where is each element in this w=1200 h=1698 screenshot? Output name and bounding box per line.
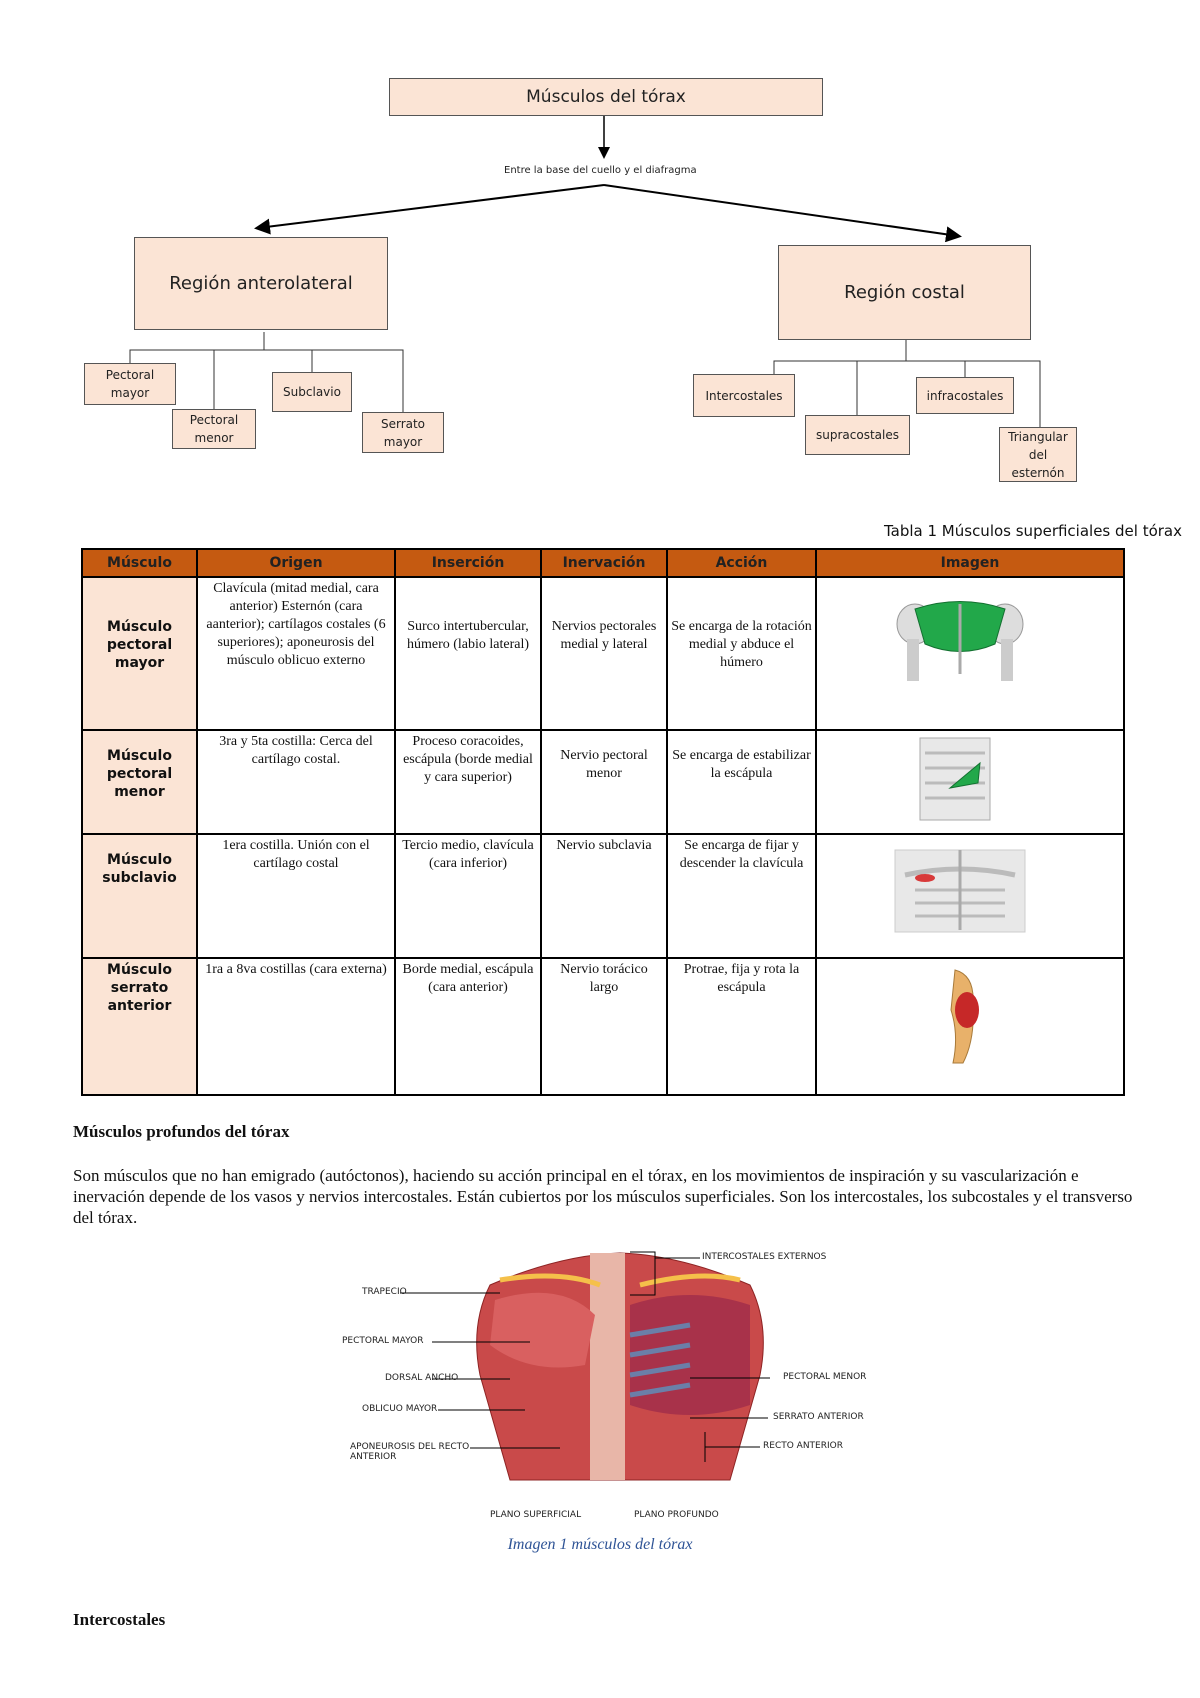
row-insercion: Proceso coracoides, escápula (borde medi… xyxy=(394,729,542,835)
thorax-figure xyxy=(330,1245,880,1525)
col-origen: Origen xyxy=(196,548,396,578)
serrato-anterior-illustration xyxy=(950,969,979,1064)
superficial-muscles-table: Músculo Origen Inserción Inervación Acci… xyxy=(81,548,1125,1096)
section-heading-intercostales: Intercostales xyxy=(73,1610,166,1629)
node-triangular-esternon: Triangular del esternón xyxy=(999,427,1077,482)
label-dorsal-ancho: DORSAL ANCHO xyxy=(385,1373,459,1383)
pectoral-menor-illustration xyxy=(919,737,991,821)
region-anterolateral: Región anterolateral xyxy=(134,237,388,330)
pectoral-mayor-illustration xyxy=(896,601,1024,681)
row-origen: 3ra y 5ta costilla: Cerca del cartílago … xyxy=(196,729,396,835)
subclavio-illustration xyxy=(894,849,1026,933)
label-intercostales-externos: INTERCOSTALES EXTERNOS xyxy=(702,1252,827,1262)
col-insercion: Inserción xyxy=(394,548,542,578)
node-intercostales: Intercostales xyxy=(693,374,795,417)
section-heading-profundos: Músculos profundos del tórax xyxy=(73,1122,290,1141)
row-accion: Se encarga de estabilizar la escápula xyxy=(666,729,817,835)
row-name: Músculo pectoral mayor xyxy=(81,576,198,731)
thorax-muscles-illustration xyxy=(476,1252,764,1481)
col-accion: Acción xyxy=(666,548,817,578)
row-inervacion: Nervio subclavia xyxy=(540,833,668,959)
row-name: Músculo pectoral menor xyxy=(81,729,198,835)
row-image xyxy=(815,729,1125,835)
table-row: Músculo pectoral mayor Clavícula (mitad … xyxy=(81,576,1125,731)
table-caption: Tabla 1 Músculos superficiales del tórax xyxy=(883,522,1182,540)
row-origen: 1ra a 8va costillas (cara externa) xyxy=(196,957,396,1096)
label-plano-profundo: PLANO PROFUNDO xyxy=(634,1510,719,1520)
row-inervacion: Nervio pectoral menor xyxy=(540,729,668,835)
table-header-row: Músculo Origen Inserción Inervación Acci… xyxy=(81,548,1125,578)
label-pectoral-menor: PECTORAL MENOR xyxy=(783,1372,867,1382)
col-musculo: Músculo xyxy=(81,548,198,578)
diagram-connector-note: Entre la base del cuello y el diafragma xyxy=(504,165,697,176)
figure-caption: Imagen 1 músculos del tórax xyxy=(507,1536,693,1553)
row-accion: Se encarga de la rotación medial y abduc… xyxy=(666,576,817,731)
row-accion: Protrae, fija y rota la escápula xyxy=(666,957,817,1096)
col-inervacion: Inervación xyxy=(540,548,668,578)
node-supracostales: supracostales xyxy=(805,415,910,455)
node-pectoral-menor: Pectoral menor xyxy=(172,409,256,449)
region-costal: Región costal xyxy=(778,245,1031,340)
node-pectoral-mayor: Pectoral mayor xyxy=(84,363,176,405)
label-aponeurosis: APONEUROSIS DEL RECTO ANTERIOR xyxy=(350,1442,470,1462)
table-row: Músculo serrato anterior 1ra a 8va costi… xyxy=(81,957,1125,1096)
row-image xyxy=(815,833,1125,959)
col-imagen: Imagen xyxy=(815,548,1125,578)
label-oblicuo-mayor: OBLICUO MAYOR xyxy=(362,1404,438,1414)
row-accion: Se encarga de fijar y descender la claví… xyxy=(666,833,817,959)
node-infracostales: infracostales xyxy=(916,377,1014,414)
row-origen: Clavícula (mitad medial, cara anterior) … xyxy=(196,576,396,731)
row-insercion: Surco intertubercular, húmero (labio lat… xyxy=(394,576,542,731)
label-serrato-anterior: SERRATO ANTERIOR xyxy=(773,1412,864,1422)
row-inervacion: Nervios pectorales medial y lateral xyxy=(540,576,668,731)
row-inervacion: Nervio torácico largo xyxy=(540,957,668,1096)
figure-leader-lines xyxy=(400,1251,770,1462)
label-trapecio: TRAPECIO xyxy=(362,1287,407,1297)
node-serrato-mayor: Serrato mayor xyxy=(362,412,444,453)
row-image xyxy=(815,576,1125,731)
row-name: Músculo subclavio xyxy=(81,833,198,959)
table-row: Músculo subclavio 1era costilla. Unión c… xyxy=(81,833,1125,959)
section-paragraph-profundos: Son músculos que no han emigrado (autóct… xyxy=(73,1166,1133,1227)
row-image xyxy=(815,957,1125,1096)
row-name: Músculo serrato anterior xyxy=(81,957,198,1096)
label-pectoral-mayor: PECTORAL MAYOR xyxy=(342,1336,424,1346)
label-plano-superficial: PLANO SUPERFICIAL xyxy=(490,1510,582,1520)
diagram-root: Músculos del tórax xyxy=(389,78,823,116)
label-recto-anterior: RECTO ANTERIOR xyxy=(763,1441,843,1451)
table-row: Músculo pectoral menor 3ra y 5ta costill… xyxy=(81,729,1125,835)
row-origen: 1era costilla. Unión con el cartílago co… xyxy=(196,833,396,959)
node-subclavio: Subclavio xyxy=(272,372,352,412)
diagram-connectors xyxy=(129,116,1041,427)
row-insercion: Tercio medio, clavícula (cara inferior) xyxy=(394,833,542,959)
row-insercion: Borde medial, escápula (cara anterior) xyxy=(394,957,542,1096)
